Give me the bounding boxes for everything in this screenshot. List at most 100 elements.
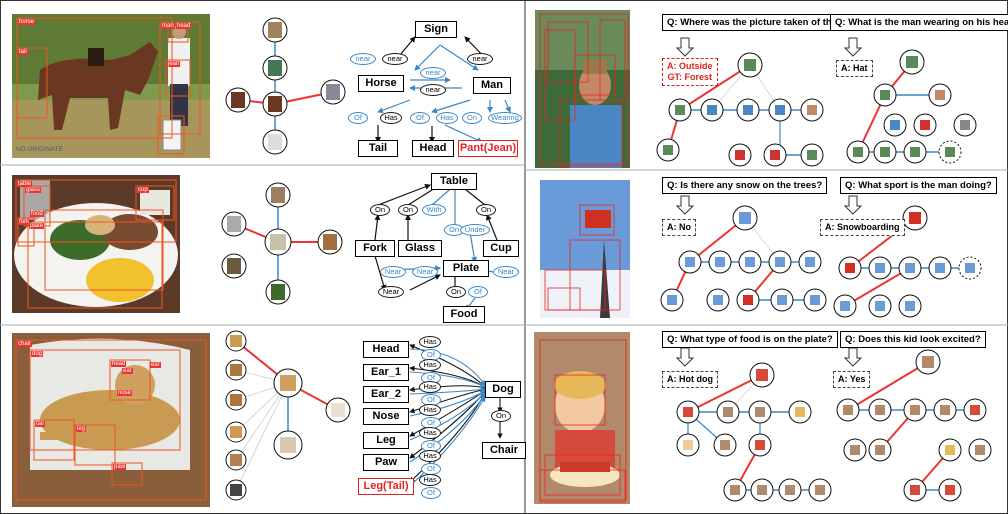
edge-has: Has (419, 474, 441, 486)
answer-3: A: No (662, 219, 696, 236)
edge-wearing: Wearing (488, 112, 522, 124)
edge-has: Has (419, 427, 441, 439)
edge-near: Near (380, 266, 406, 278)
edge-of: Of (421, 417, 441, 429)
node-plate: Plate (443, 260, 489, 277)
ground-truth-1: GT: Forest (667, 72, 713, 82)
edge-near: near (382, 53, 408, 65)
leg-box-label: leg (76, 426, 87, 432)
question-3: Q: Is there any snow on the trees? (662, 177, 828, 194)
chair-box-label: chair (17, 341, 33, 347)
node-head: Head (363, 341, 409, 358)
answer-4: A: Snowboarding (820, 219, 905, 236)
table-box-label: table (17, 181, 33, 187)
node-table: Table (431, 173, 477, 190)
watermark: NO ORIGINATE (16, 146, 63, 153)
plate-box-label: plate (29, 223, 45, 229)
node-food: Food (443, 306, 485, 323)
node-horse: Horse (358, 75, 404, 92)
node-chair: Chair (482, 442, 526, 459)
tail-box-label: tail (18, 49, 28, 55)
answer-6: A: Yes (833, 371, 871, 388)
graph-row1-circles (225, 17, 346, 155)
edge-on: On (491, 410, 511, 422)
edge-has: Has (419, 359, 441, 371)
edge-with: With (422, 204, 446, 216)
tree-q5 (676, 362, 832, 502)
edge-on: On (462, 112, 482, 124)
head-box-label: head (111, 361, 127, 367)
question-2: Q: What is the man wearing on his head? (830, 14, 1008, 31)
node-tail: Tail (358, 140, 398, 157)
edge-of: Of (410, 112, 430, 124)
photo-man-forest (535, 10, 630, 168)
tail-box-label: tail (35, 421, 45, 427)
node-glass: Glass (398, 240, 442, 257)
edge-has: Has (380, 112, 402, 124)
edge-on: On (446, 286, 466, 298)
answer-1-text: A: Outside (667, 61, 713, 71)
question-5: Q: What type of food is on the plate? (662, 331, 838, 348)
ear-box-label: ear (122, 368, 133, 374)
head-box-label: head (176, 23, 192, 29)
graph-row2-circles (221, 182, 343, 305)
node-leg-tail: Leg(Tail) (358, 478, 414, 495)
edge-has: Has (419, 404, 441, 416)
photo-kid-hotdog (534, 332, 630, 504)
question-4: Q: What sport is the man doing? (840, 177, 997, 194)
tree-q6 (836, 349, 992, 502)
edge-has: Has (419, 381, 441, 393)
cup-box-label: cup (137, 187, 149, 193)
edge-on: On (444, 224, 464, 236)
node-fork: Fork (355, 240, 395, 257)
edge-of: Of (348, 112, 368, 124)
node-man: Man (473, 77, 511, 94)
edge-near: Near (493, 266, 519, 278)
tree-q2 (846, 49, 977, 164)
node-pant-jean: Pant(Jean) (458, 140, 518, 157)
node-nose: Nose (363, 408, 409, 425)
answer-5: A: Hot dog (662, 371, 718, 388)
node-dog: Dog (485, 381, 521, 398)
node-head: Head (412, 140, 454, 157)
edge-of: Of (468, 286, 488, 298)
jean-box-label: jean (167, 61, 181, 67)
edge-has: Has (419, 450, 441, 462)
ear-box-label: ear (150, 362, 161, 368)
edge-near: Near (378, 286, 404, 298)
node-ear-1: Ear_1 (363, 364, 409, 381)
edge-near: near (420, 84, 446, 96)
photo-plate (12, 175, 180, 313)
answer-2: A: Hat (836, 60, 873, 77)
edge-under: Under (460, 224, 490, 236)
node-cup: Cup (483, 240, 519, 257)
edge-near: Near (412, 266, 438, 278)
node-ear-2: Ear_2 (363, 386, 409, 403)
edge-near: near (350, 53, 376, 65)
edge-on: On (476, 204, 496, 216)
tree-q1 (656, 52, 824, 167)
edge-of: Of (421, 487, 441, 499)
fork-box-label: fork (18, 219, 31, 225)
photo-horse (12, 14, 210, 158)
tree-q4 (833, 205, 982, 318)
edge-near: near (420, 67, 446, 79)
paw-box-label: paw (113, 464, 127, 470)
nose-box-label: nose (117, 390, 133, 396)
node-paw: Paw (363, 454, 409, 471)
edge-of: Of (421, 463, 441, 475)
edge-has: Has (419, 336, 441, 348)
edge-near: near (467, 53, 493, 65)
tree-q3 (660, 205, 827, 312)
dog-box-label: dog (31, 351, 44, 357)
node-sign: Sign (415, 21, 457, 38)
graph-row3-circles (225, 330, 351, 501)
question-6: Q: Does this kid look excited? (840, 331, 986, 348)
horse-box-label: horse (18, 19, 36, 25)
answer-1: A: Outside GT: Forest (662, 58, 718, 86)
edge-on: On (370, 204, 390, 216)
glass-box-label: glass (25, 187, 42, 193)
food-box-label: food (30, 211, 44, 217)
man-box-label: man (161, 23, 175, 29)
